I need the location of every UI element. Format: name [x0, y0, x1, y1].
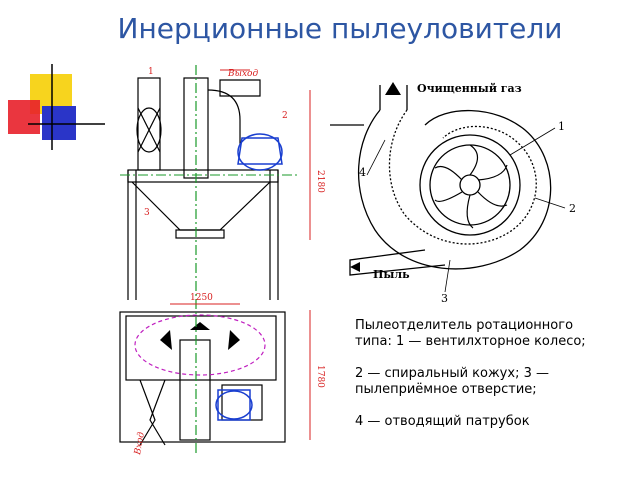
label-1: 1 [148, 67, 154, 77]
caption-line-3: 2 — спиральный кожух; 3 — [355, 366, 549, 381]
red-square [8, 100, 40, 134]
spiral-casing-inner [388, 109, 537, 245]
dust-arrow [350, 262, 360, 272]
label-3: 3 [144, 208, 150, 218]
inlet-label: Вход [133, 431, 147, 456]
caption-line-5: 4 — отводящий патрубок [355, 414, 530, 429]
fan-wheel [419, 134, 521, 236]
dim-width: 1250 [190, 293, 213, 303]
caption-spacer [355, 350, 625, 366]
caption-spacer [355, 398, 625, 414]
label-1: 1 [558, 120, 565, 133]
clean-gas-arrow [385, 82, 401, 95]
label-4: 4 [359, 166, 366, 179]
diagram-caption: Пылеотделитель ротационного типа: 1 — ве… [355, 318, 625, 430]
outlet-box [219, 79, 261, 97]
spiral-casing-outer [358, 109, 552, 270]
hopper-outlet [175, 229, 225, 239]
lower-duct [179, 339, 211, 441]
outlet-ring [237, 133, 283, 171]
fan-path [134, 314, 266, 376]
outlet-label: Выход [227, 69, 258, 79]
slide-title: Инерционные пылеуловители [117, 12, 563, 45]
cyclone-body [136, 107, 162, 153]
fan-housing [125, 315, 277, 381]
dim-height-upper: 2180 [315, 170, 325, 193]
label-2: 2 [282, 111, 288, 121]
caption-line-4: пылеприёмное отверстие; [355, 382, 537, 397]
cyclone-column [137, 77, 161, 171]
blue-square [42, 106, 76, 140]
label-2: 2 [569, 202, 576, 215]
caption-line-2: типа: 1 — вентилхторное колесо; [355, 334, 586, 349]
dust-outlet [349, 249, 446, 276]
divider-line [330, 124, 364, 126]
lower-unit [119, 311, 286, 443]
decorative-squares [8, 64, 105, 150]
label-3: 3 [441, 292, 448, 305]
fan-blades [434, 144, 508, 229]
left-technical-drawing: 2180 1780 1250 1 2 3 Выход Вход [119, 65, 325, 457]
caption-line-1: Пылеотделитель ротационного [355, 318, 574, 333]
clean-gas-label: Очищенный газ [417, 82, 522, 95]
dim-height-lower: 1780 [315, 365, 325, 388]
rotary-separator-diagram: Очищенный газ Пыль 1 2 3 4 [349, 82, 576, 305]
hopper-body [131, 181, 271, 231]
dust-label: Пыль [373, 268, 410, 281]
hopper-top [127, 169, 279, 183]
fan-hub [459, 174, 481, 196]
